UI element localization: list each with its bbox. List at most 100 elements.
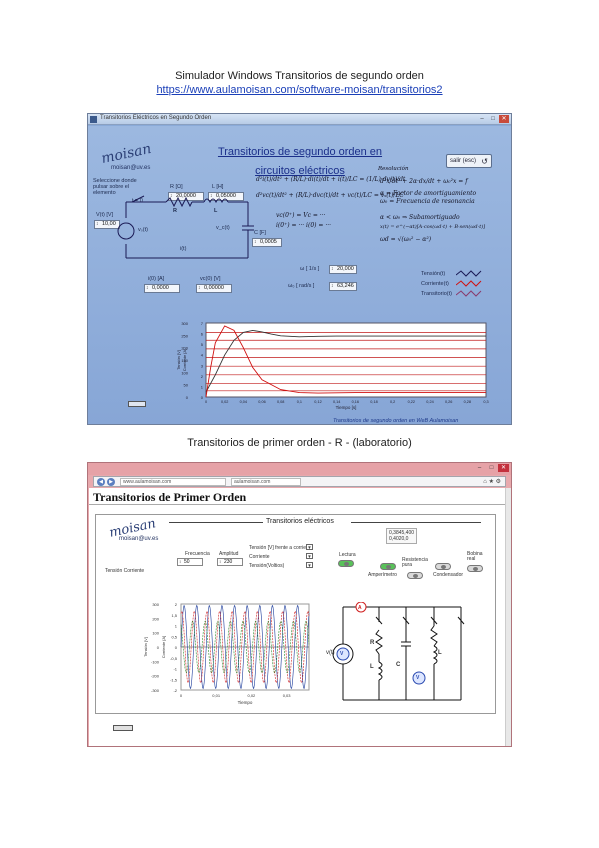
url-input[interactable]: www.aulamoisan.com xyxy=(120,478,226,486)
forward-icon[interactable]: ▶ xyxy=(107,478,115,486)
x-tick-14: 0,28 xyxy=(464,400,471,404)
time-readout-line-1: 0,3845,400 xyxy=(389,530,415,536)
group-title: Transitorios eléctricos xyxy=(266,518,334,525)
x-tick-8: 0,16 xyxy=(352,400,359,404)
equations-title: Resolución xyxy=(378,166,409,172)
x-tick-0: 0 xyxy=(205,400,207,404)
title-line-2: circuitos eléctricos xyxy=(255,165,345,177)
ammeter-toggle[interactable] xyxy=(380,563,396,570)
resistance-toggle[interactable] xyxy=(407,572,423,579)
y-tick-right-4: 0 xyxy=(175,645,178,650)
circuit-cap-label: v_c(t) xyxy=(216,225,230,231)
graph-tools[interactable] xyxy=(113,725,133,731)
x-tick-15: 0,3 xyxy=(483,400,488,404)
c-label: C xyxy=(396,662,401,668)
y-tick-left-3: 150 xyxy=(181,358,188,363)
switch-label-resistance: Resistencia pura xyxy=(402,557,428,568)
graph-tools[interactable] xyxy=(128,401,146,407)
footnote: Transitorios de segundo orden en WeB Aul… xyxy=(333,418,459,424)
y-tick-left-1: 50 xyxy=(184,383,189,388)
minimize-button[interactable]: – xyxy=(480,116,484,122)
equation-7: ω₀ = Frecuencia de resonancia xyxy=(380,198,475,205)
y-tick-right-7: 7 xyxy=(201,321,204,326)
y-tick-right-1: -1,5 xyxy=(170,677,178,682)
x-tick-3: 0,06 xyxy=(258,400,265,404)
lab-chart: -300-200-1000100200300-2-1,5-1-0,500,511… xyxy=(143,602,310,705)
omega-n-input[interactable]: 63,246 xyxy=(329,282,357,291)
legend-swatches xyxy=(456,270,482,297)
vs-input[interactable]: 10,00 xyxy=(94,220,120,229)
maximize-button[interactable]: □ xyxy=(491,116,495,122)
ammeter-icon xyxy=(355,602,367,613)
y-tick-right-2: -1 xyxy=(173,667,177,672)
logo-email: moisan@uv.es xyxy=(111,165,151,171)
legend-tension: Tensión(t) xyxy=(421,271,446,277)
browser-tab[interactable]: aulamoisan.com xyxy=(231,478,301,486)
r-input[interactable]: 20,0000 xyxy=(168,192,204,201)
y-tick-left-5: 200 xyxy=(152,616,159,621)
amplitude-label: Amplitud xyxy=(219,551,239,557)
y-tick-left-3: 0 xyxy=(157,645,160,650)
x-tick-7: 0,14 xyxy=(333,400,340,404)
equation-10: ωd = √(ω₀² − α²) xyxy=(380,236,432,243)
voltmeter-2-icon xyxy=(412,671,426,685)
lectura-toggle[interactable] xyxy=(338,560,354,567)
exit-arrow-icon: ↺ xyxy=(481,157,488,166)
omega-input[interactable]: 20,000 xyxy=(329,265,357,274)
vc0-input[interactable]: 0,00000 xyxy=(196,284,232,293)
group-line-right xyxy=(351,522,481,523)
vc0-label: vc(0) [V] xyxy=(200,276,221,282)
browser-page: Transitorios de Primer Orden moisan mois… xyxy=(89,488,505,746)
x-tick-1: 0,02 xyxy=(221,400,228,404)
display-mode-selector[interactable]: ▼ xyxy=(306,544,313,550)
page-scrollbar[interactable] xyxy=(505,488,511,746)
legend-swatch-tension xyxy=(456,270,482,277)
link-transitorios2[interactable]: https://www.aulamoisan.com/software-mois… xyxy=(156,84,443,96)
i0-input[interactable]: 0,0000 xyxy=(144,284,180,293)
c-input[interactable]: 0,0005 xyxy=(252,238,282,247)
circuit-source-label: vₛ(t) xyxy=(138,227,148,233)
coil-toggle[interactable] xyxy=(467,565,483,572)
y-tick-left-6: 300 xyxy=(181,321,188,326)
capacitor-toggle[interactable] xyxy=(435,563,451,570)
y-tick-right-6: 1 xyxy=(175,624,178,629)
frequency-input[interactable]: 50 xyxy=(177,558,203,566)
y-tick-right-8: 2 xyxy=(175,602,178,607)
readout-label: Tensión Corriente xyxy=(105,568,145,574)
browser-address-bar: ◀ ▶ www.aulamoisan.com aulamoisan.com ⌂ … xyxy=(93,476,506,487)
browser-minimize-button[interactable]: – xyxy=(477,465,482,471)
x-tick-13: 0,26 xyxy=(445,400,452,404)
y-tick-right-5: 5 xyxy=(201,342,204,347)
tension-label: Tensión(Voltios) xyxy=(249,563,285,569)
toolbar-icons[interactable]: ⌂ ★ ⚙ xyxy=(483,479,501,485)
title-line-1: Transitorios de segundo orden en xyxy=(217,146,383,158)
browser-maximize-button[interactable]: □ xyxy=(489,465,494,471)
current-selector[interactable]: ▼ xyxy=(306,553,313,559)
browser-close-button[interactable]: ✕ xyxy=(498,464,509,472)
l-input[interactable]: 0,05000 xyxy=(208,192,244,201)
plot-area xyxy=(205,322,487,398)
y-tick-left-5: 250 xyxy=(181,333,188,338)
time-readout: 0,3845,400 0,4020,0 xyxy=(386,528,418,544)
omega-label: ω [ 1/s ] xyxy=(300,266,320,272)
legend-swatch-transient xyxy=(456,290,482,297)
close-button[interactable]: ✕ xyxy=(499,115,509,123)
equation-6: α = Factor de amortiguamiento xyxy=(380,190,477,197)
voltmeter-2-label: V xyxy=(416,675,420,681)
equation-9: x(t) = e^(−αt)[A·cos(ωd·t) + B·sen(ωd·t)… xyxy=(380,224,486,230)
legend-swatch-current xyxy=(456,280,482,287)
y-tick-left-6: 300 xyxy=(152,602,159,607)
amplitude-input[interactable]: 230 xyxy=(217,558,243,566)
exit-button[interactable]: salir (esc) ↺ xyxy=(446,154,492,168)
back-icon[interactable]: ◀ xyxy=(97,478,105,486)
omega-n-label: ω₀ [ rad/s ] xyxy=(288,283,315,289)
ammeter-label: A xyxy=(358,605,362,611)
y-tick-right-4: 4 xyxy=(201,353,204,358)
window-titlebar: Transitorios Eléctricos en Segundo Orden… xyxy=(88,114,511,125)
y-tick-right-7: 1,5 xyxy=(171,613,177,618)
x-tick-10: 0,2 xyxy=(390,400,395,404)
screenshot-second-order-simulator: Transitorios Eléctricos en Segundo Orden… xyxy=(87,113,512,425)
tension-selector[interactable]: ▼ xyxy=(306,562,313,568)
y-tick-right-3: -0,5 xyxy=(170,656,178,661)
x-tick-3: 0,03 xyxy=(283,693,292,698)
